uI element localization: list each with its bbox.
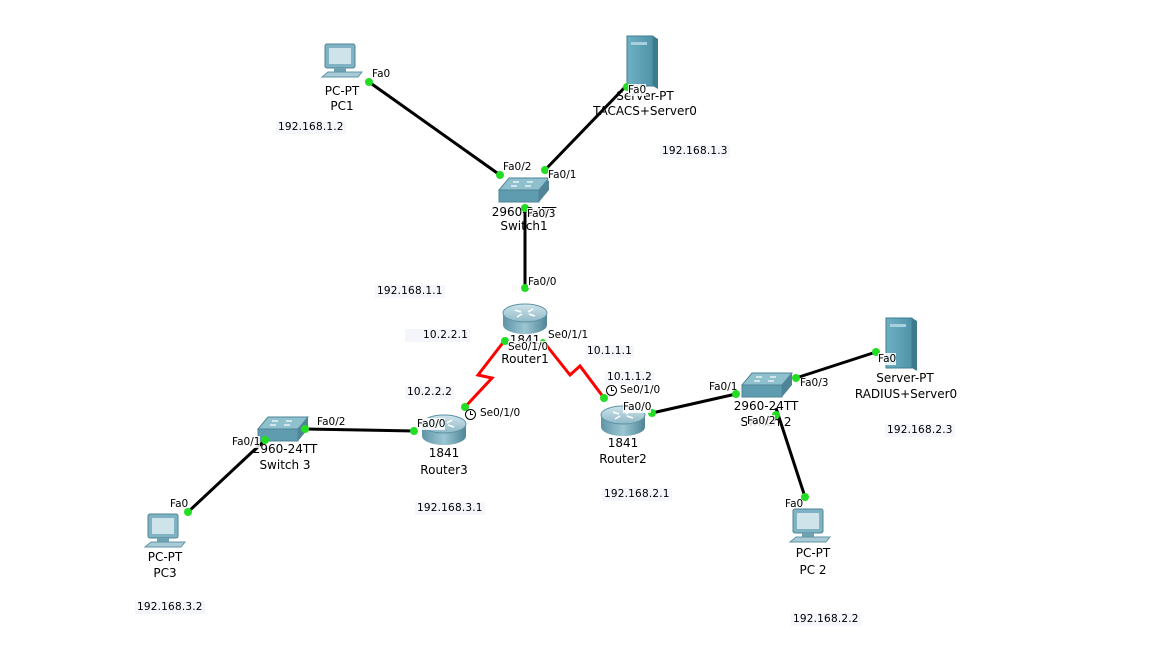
router3-name-label: Router3 xyxy=(420,463,468,477)
port-label-switch3-fa01: Fa0/1 xyxy=(232,436,261,448)
port-label-router2-se010: Se0/1/0 xyxy=(620,384,661,396)
clock-icon xyxy=(465,409,476,420)
switch2-icon[interactable] xyxy=(740,372,794,398)
port-label-switch1-fa03: Fa0/3 xyxy=(527,208,556,220)
clock-icon xyxy=(606,385,617,396)
port-dot xyxy=(301,425,309,433)
port-label-switch1-fa01: Fa0/1 xyxy=(548,169,577,181)
port-label-pc1: Fa0 xyxy=(372,68,391,80)
ip-note-radius[interactable]: 192.168.2.3 xyxy=(885,424,955,437)
ip-note-tacacs[interactable]: 192.168.1.3 xyxy=(660,145,730,158)
link-switch2-radius[interactable] xyxy=(795,350,877,380)
port-dot xyxy=(600,394,608,402)
port-label-switch2-fa02: Fa0/2 xyxy=(747,415,776,427)
port-dot xyxy=(792,374,800,382)
port-label-switch2-fa03: Fa0/3 xyxy=(800,377,829,389)
ip-note-pc1[interactable]: 192.168.1.2 xyxy=(276,121,346,134)
port-label-router3-se010: Se0/1/0 xyxy=(480,407,521,419)
port-label-tacacs: Fa0 xyxy=(628,84,647,96)
link-tacacs-switch1[interactable] xyxy=(543,83,629,172)
switch3-model-label: 2960-24TT xyxy=(252,442,318,456)
tacacs-server-icon[interactable] xyxy=(626,35,658,89)
port-dot xyxy=(496,171,504,179)
router2-name-label: Router2 xyxy=(599,452,647,466)
port-label-router1-se010: Se0/1/0 xyxy=(508,341,549,353)
pc1-model-label: PC-PT xyxy=(324,84,360,98)
router3-model-label: 1841 xyxy=(428,446,460,460)
port-label-router3-fa00: Fa0/0 xyxy=(417,418,446,430)
router2-model-label: 1841 xyxy=(607,436,639,450)
link-router1-router2-serial[interactable] xyxy=(541,340,606,399)
port-dot xyxy=(365,78,373,86)
pc3-model-label: PC-PT xyxy=(147,550,183,564)
router2-icon[interactable] xyxy=(600,405,646,436)
link-switch3-pc3[interactable] xyxy=(186,438,267,514)
ip-note-router1-se010[interactable]: 10.2.2.1 xyxy=(405,329,471,342)
tacacs-name-label: TACACS+Server0 xyxy=(593,104,697,118)
ip-note-pc3[interactable]: 192.168.3.2 xyxy=(135,601,205,614)
port-dot xyxy=(521,284,529,292)
pc2-icon[interactable] xyxy=(788,508,832,543)
link-router3-switch3[interactable] xyxy=(304,427,415,433)
pc2-name-label: PC 2 xyxy=(799,563,827,577)
switch1-icon[interactable] xyxy=(497,177,551,203)
port-label-router2-fa00: Fa0/0 xyxy=(623,401,652,413)
port-dot xyxy=(801,493,809,501)
link-pc1-switch1[interactable] xyxy=(368,80,501,177)
router1-name-label: Router1 xyxy=(501,352,549,366)
ip-note-router3-lan[interactable]: 192.168.3.1 xyxy=(415,502,485,515)
port-label-pc3: Fa0 xyxy=(170,498,189,510)
switch2-model-label: 2960-24TT xyxy=(733,399,799,413)
pc1-icon[interactable] xyxy=(320,43,364,78)
port-label-switch2-fa01: Fa0/1 xyxy=(709,381,738,393)
switch1-name-label: Switch1 xyxy=(500,219,548,233)
router1-icon[interactable] xyxy=(502,303,548,334)
port-label-router1-se011: Se0/1/1 xyxy=(548,329,589,341)
port-label-radius: Fa0 xyxy=(878,353,897,365)
ip-note-pc2[interactable]: 192.168.2.2 xyxy=(791,613,861,626)
link-switch2-pc2[interactable] xyxy=(774,407,807,498)
pc1-name-label: PC1 xyxy=(330,99,354,113)
link-router1-router3-serial[interactable] xyxy=(463,339,507,409)
port-dot xyxy=(184,508,192,516)
pc2-model-label: PC-PT xyxy=(795,546,831,560)
port-label-router1-fa00: Fa0/0 xyxy=(528,276,557,288)
port-dot xyxy=(732,390,740,398)
port-label-pc2: Fa0 xyxy=(785,498,804,510)
port-dot xyxy=(410,427,418,435)
port-dot xyxy=(261,436,269,444)
port-label-switch1-fa02: Fa0/2 xyxy=(503,161,532,173)
pc3-icon[interactable] xyxy=(143,513,187,548)
port-dot xyxy=(501,337,509,345)
ip-note-router2-lan[interactable]: 192.168.2.1 xyxy=(602,488,672,501)
port-label-switch3-fa02: Fa0/2 xyxy=(317,416,346,428)
radius-model-label: Server-PT xyxy=(876,371,934,385)
ip-note-router2-serial[interactable]: 10.1.1.2 xyxy=(605,371,655,384)
link-router2-switch2[interactable] xyxy=(651,392,737,415)
ip-note-router1-lan[interactable]: 192.168.1.1 xyxy=(375,285,445,298)
port-dot xyxy=(541,166,549,174)
pc3-name-label: PC3 xyxy=(153,566,177,580)
ip-note-router3-serial[interactable]: 10.2.2.2 xyxy=(405,386,455,399)
ip-note-router1-se011[interactable]: 10.1.1.1 xyxy=(585,345,635,358)
radius-name-label: RADIUS+Server0 xyxy=(854,387,958,401)
switch3-name-label: Switch 3 xyxy=(259,458,311,472)
